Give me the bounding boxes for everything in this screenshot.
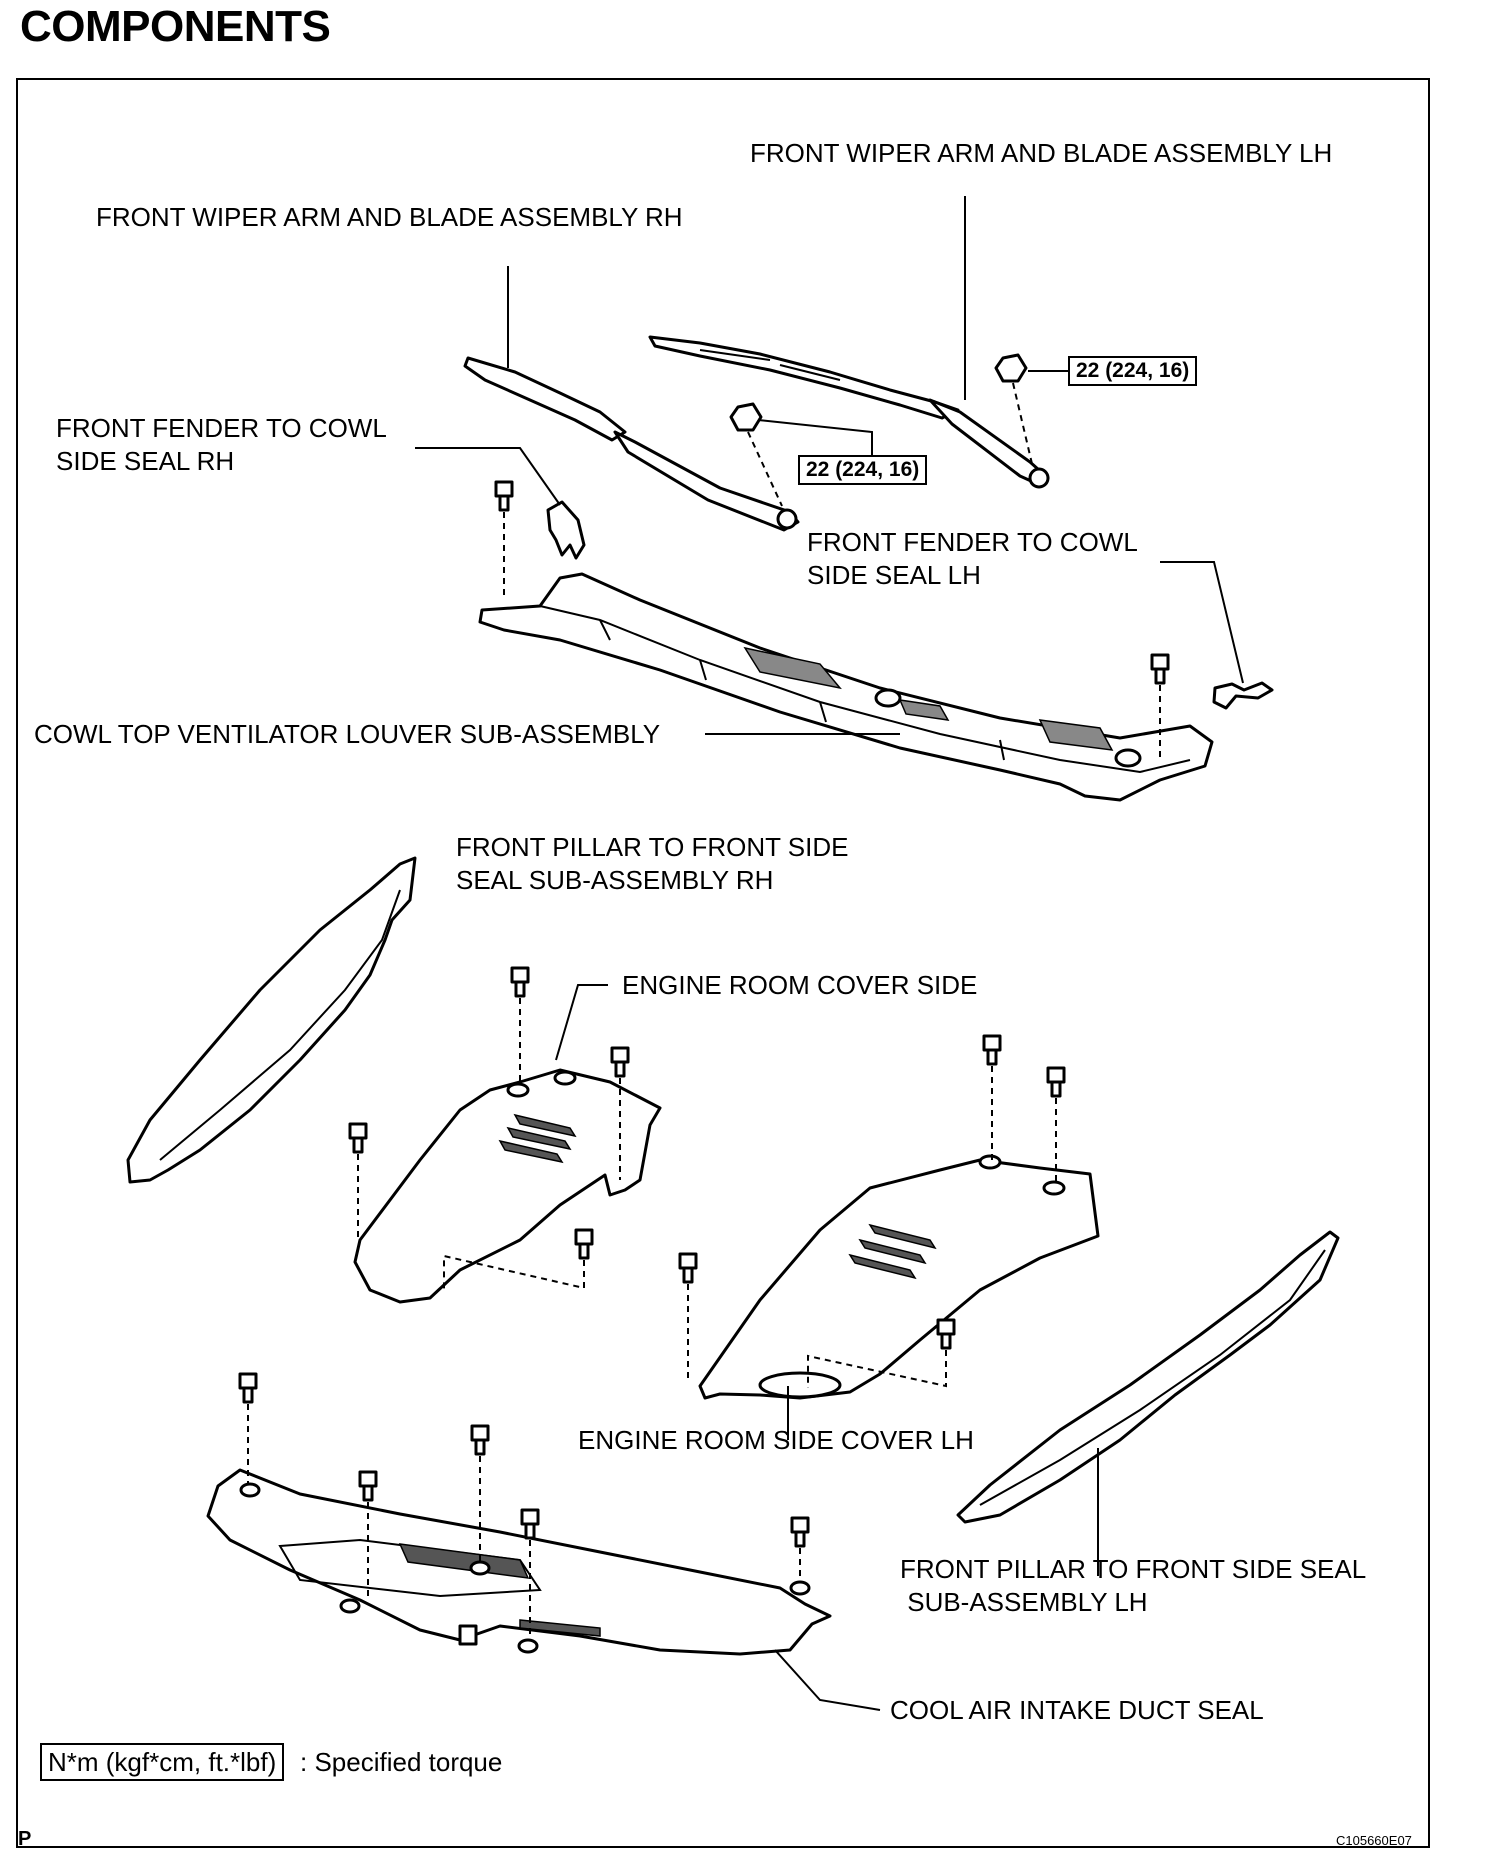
legend-torque-box: N*m (kgf*cm, ft.*lbf) [40,1743,285,1781]
clip-ecl-2 [1046,1066,1066,1098]
label-wiper-lh: FRONT WIPER ARM AND BLADE ASSEMBLY LH [750,138,1333,168]
wiper-arm-lh [648,335,1050,489]
page-title: COMPONENTS [20,2,331,51]
label-fender-seal-rh-line2: SIDE SEAL RH [56,446,235,476]
clip-ecs-2 [610,1046,630,1078]
label-cowl-louver: COWL TOP VENTILATOR LOUVER SUB-ASSEMBLY [34,719,661,749]
clip-ecl-3 [678,1252,698,1284]
label-pillar-seal-lh-line1: FRONT PILLAR TO FRONT SIDE SEAL [900,1554,1367,1584]
clip-cad-4 [520,1508,540,1540]
pillar-seal-rh [126,856,417,1184]
torque-spec-lh: 22 (224, 16) [1068,356,1198,386]
figure-id: C105660E07 [1336,1833,1412,1848]
label-fender-seal-rh-line1: FRONT FENDER TO COWL [56,413,387,443]
legend-torque-text: : Specified torque [300,1747,503,1777]
clip-ecl-4 [936,1318,956,1350]
nut-lh [994,353,1028,383]
pillar-seal-lh [956,1230,1340,1524]
fender-seal-rh [546,500,586,560]
label-pillar-seal-lh-line2: SUB-ASSEMBLY LH [900,1587,1148,1617]
fender-seal-lh [1212,681,1274,710]
cowl-louver [478,572,1214,802]
torque-spec-rh: 22 (224, 16) [798,455,928,485]
clip-cad-3 [358,1470,378,1502]
page-letter: P [18,1828,32,1850]
clip-cad-5 [790,1516,810,1548]
clip-cad-1 [238,1372,258,1404]
clip-ecl-1 [982,1034,1002,1066]
label-pillar-seal-rh-line1: FRONT PILLAR TO FRONT SIDE [456,832,849,862]
label-engine-room-side-cover-lh: ENGINE ROOM SIDE COVER LH [578,1425,974,1455]
clip-cad-2 [470,1424,490,1456]
engine-room-side-cover-lh [698,1154,1100,1400]
nut-rh [729,402,763,432]
label-wiper-rh: FRONT WIPER ARM AND BLADE ASSEMBLY RH [96,202,683,232]
wiper-arm-rh [463,356,800,532]
label-pillar-seal-rh-line2: SEAL SUB-ASSEMBLY RH [456,865,774,895]
diagram-frame [16,78,1430,1848]
label-fender-seal-lh-line2: SIDE SEAL LH [807,560,981,590]
clip-cowl-left [494,480,514,512]
label-fender-seal-lh-line1: FRONT FENDER TO COWL [807,527,1138,557]
clip-cowl-right [1150,653,1170,685]
cool-air-intake-duct-seal [206,1468,832,1656]
clip-ecs-4 [574,1228,594,1260]
label-cool-air-intake-duct-seal: COOL AIR INTAKE DUCT SEAL [890,1695,1264,1725]
label-engine-room-cover-side: ENGINE ROOM COVER SIDE [622,970,978,1000]
clip-ecs-3 [348,1122,368,1154]
engine-room-cover-side [353,1068,662,1304]
clip-ecs-1 [510,966,530,998]
